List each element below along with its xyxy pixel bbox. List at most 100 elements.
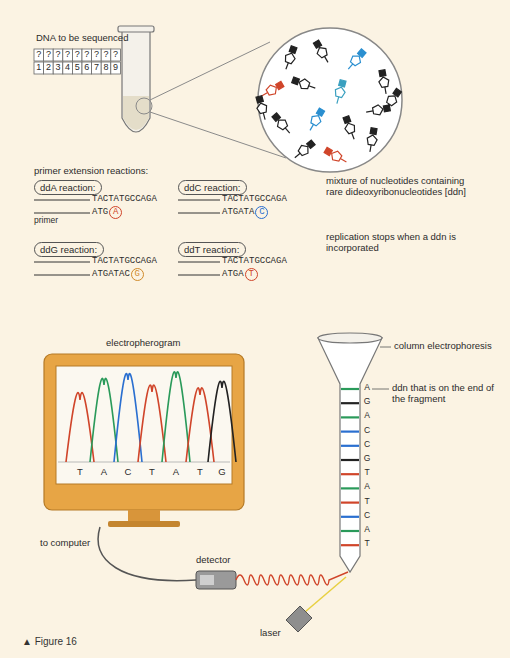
nucleotide-icon bbox=[365, 127, 379, 152]
nucleotide-icon bbox=[343, 116, 351, 124]
nucleotide-icon bbox=[309, 86, 316, 88]
node-text: ddG reaction: bbox=[40, 244, 98, 255]
reaction-box: ddA reaction: bbox=[34, 180, 102, 195]
electropherogram-trace bbox=[66, 393, 94, 462]
dna-sequence: TACTATGCCAGA bbox=[92, 194, 157, 204]
label-text: 7 bbox=[92, 62, 102, 72]
sequence-grid bbox=[72, 62, 82, 74]
electropherogram-trace bbox=[138, 385, 166, 462]
label-text: C bbox=[362, 440, 372, 450]
note-text: DNA to be sequenced bbox=[36, 33, 128, 44]
label-text: ? bbox=[34, 49, 44, 59]
label-text: column electrophoresis bbox=[394, 341, 492, 352]
nucleotide-icon bbox=[285, 128, 289, 133]
primer-strand bbox=[178, 275, 220, 276]
nucleotide-icon bbox=[307, 140, 315, 148]
computer-cable bbox=[98, 527, 196, 581]
label-text: T bbox=[194, 467, 206, 478]
label-text: A bbox=[362, 525, 372, 535]
reaction-box: ddT reaction: bbox=[178, 242, 246, 257]
sequence-grid bbox=[34, 49, 44, 61]
sequence-grid bbox=[34, 49, 120, 74]
nucleotide-icon bbox=[383, 105, 390, 112]
label-text: T bbox=[146, 467, 158, 478]
note-text: replication stops when a ddn is incorpor… bbox=[326, 232, 456, 254]
dna-sequence: ATGA bbox=[222, 269, 244, 279]
sequence-grid bbox=[63, 49, 73, 61]
note-text: primer extension reactions: bbox=[34, 166, 148, 177]
nucleotide-icon bbox=[365, 103, 390, 117]
test-tube bbox=[118, 26, 154, 32]
nucleotide-icon bbox=[377, 69, 391, 94]
dna-sequence: ATGATAC bbox=[92, 269, 130, 279]
primer-strand bbox=[178, 213, 220, 214]
node-text: G bbox=[132, 269, 143, 280]
label-text: A bbox=[362, 383, 372, 393]
electropherogram-trace bbox=[208, 381, 236, 462]
circled-base: T bbox=[245, 268, 258, 281]
electropherogram-trace bbox=[58, 372, 236, 462]
fragment-band bbox=[341, 502, 359, 504]
nucleotide-icon bbox=[310, 124, 314, 130]
dna-sequence: ATGATA bbox=[222, 207, 254, 217]
label-text: ddn that is on the end of the fragment bbox=[392, 383, 502, 405]
primer-strand bbox=[178, 200, 220, 201]
nucleotide-icon bbox=[340, 159, 346, 163]
label-text: ? bbox=[72, 49, 82, 59]
laser bbox=[305, 577, 346, 612]
label-text: C bbox=[362, 511, 372, 521]
nucleotide-icon bbox=[325, 56, 329, 62]
nucleotide-icon bbox=[263, 113, 265, 120]
label-text: C bbox=[362, 426, 372, 436]
label-text: electropherogram bbox=[106, 338, 180, 349]
nucleotide-icon bbox=[324, 147, 332, 155]
magnifier-lines bbox=[136, 42, 286, 158]
nucleotide-icon bbox=[348, 64, 352, 69]
nucleotide-icon bbox=[339, 80, 346, 87]
label-text: A bbox=[98, 467, 110, 478]
fragment-band bbox=[341, 487, 359, 489]
reaction-box: ddC reaction: bbox=[178, 180, 247, 195]
test-tube bbox=[122, 30, 150, 132]
dna-sequence: TACTATGCCAGA bbox=[222, 256, 287, 266]
label-text: C bbox=[122, 467, 134, 478]
sequence-grid bbox=[34, 62, 44, 74]
label-text: T bbox=[74, 467, 86, 478]
monitor bbox=[108, 521, 180, 527]
nucleotide-icon bbox=[370, 128, 377, 135]
nucleotide-icon bbox=[291, 75, 317, 93]
nucleotide-icon bbox=[270, 112, 293, 137]
leader-line bbox=[380, 347, 391, 348]
nucleotide-icon bbox=[334, 86, 346, 98]
circled-base: C bbox=[255, 206, 268, 219]
fragment-band bbox=[341, 473, 359, 475]
fragment-band bbox=[341, 388, 359, 390]
sequence-grid bbox=[92, 49, 102, 61]
nucleotide-icon bbox=[393, 88, 401, 96]
monitor bbox=[44, 354, 244, 510]
nucleotide-icon bbox=[316, 108, 324, 116]
nucleotide-icon bbox=[259, 80, 285, 101]
sequence-grid bbox=[101, 49, 111, 61]
primer-strand bbox=[34, 262, 90, 263]
sequence-grid bbox=[82, 62, 92, 74]
nucleotide-icon bbox=[256, 96, 263, 103]
leader-line bbox=[372, 347, 391, 389]
nucleotide-icon bbox=[332, 79, 348, 105]
figure-caption: ▲ Figure 16 bbox=[22, 636, 77, 648]
magnifier-circle bbox=[258, 28, 402, 172]
nucleotide-icon bbox=[313, 40, 321, 48]
label-text: T bbox=[362, 468, 372, 478]
fragment-band bbox=[341, 544, 359, 546]
sequence-grid bbox=[72, 49, 82, 61]
monitor bbox=[56, 366, 232, 484]
fragment-band bbox=[341, 416, 359, 418]
magnifier-lines bbox=[150, 42, 270, 100]
label-text: 6 bbox=[82, 62, 92, 72]
label-text: T bbox=[362, 539, 372, 549]
label-text: A bbox=[362, 411, 372, 421]
detector-cable bbox=[236, 572, 348, 585]
nucleotide-icon bbox=[337, 97, 339, 104]
sequence-grid bbox=[111, 62, 121, 74]
